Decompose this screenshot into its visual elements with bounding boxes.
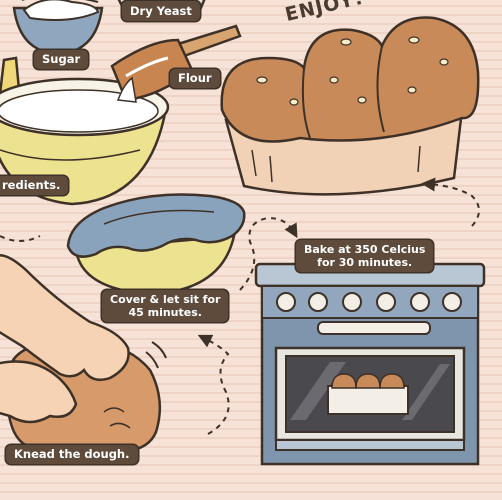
label-ingredients: redients.: [0, 176, 69, 195]
oven-icon: [254, 262, 486, 466]
hands-kneading-icon: [0, 254, 167, 454]
bread-loaf-icon: [220, 16, 480, 196]
label-dry-yeast: Dry Yeast: [122, 1, 200, 21]
label-bake: Bake at 350 Celcius for 30 minutes.: [296, 240, 434, 272]
covered-bowl-icon: [66, 193, 246, 296]
flour-scoop-icon: [110, 24, 242, 103]
label-flour: Flour: [170, 69, 220, 88]
label-knead: Knead the dough.: [6, 445, 138, 464]
label-cover: Cover & let sit for 45 minutes.: [102, 290, 229, 322]
label-sugar: Sugar: [34, 50, 89, 69]
sugar-bowl-icon: [12, 0, 104, 56]
